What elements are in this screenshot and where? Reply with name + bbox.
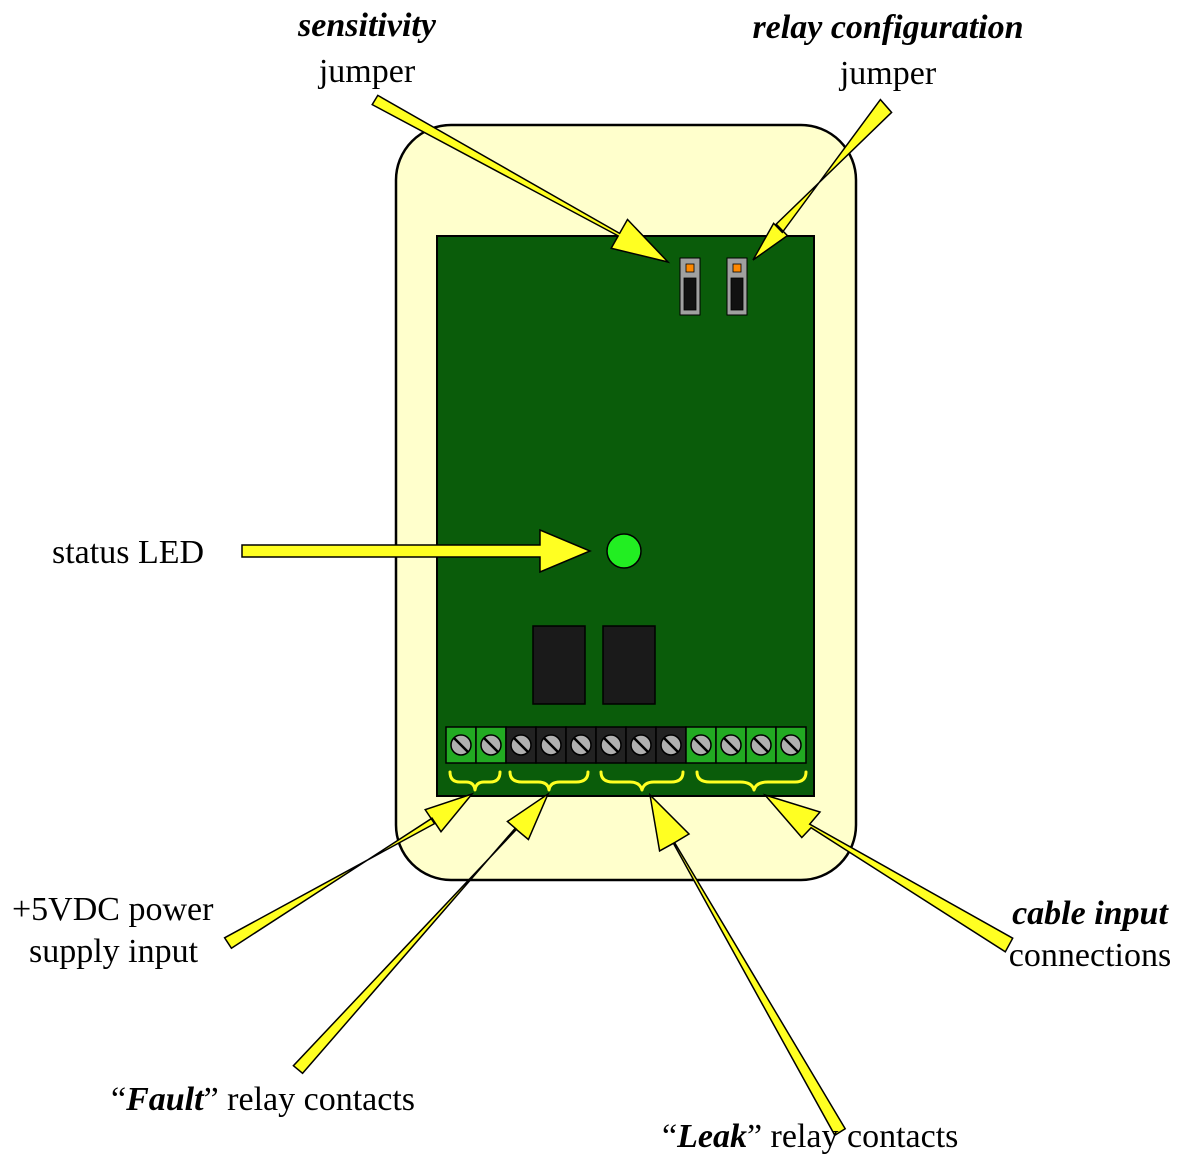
cable-sub-label: connections <box>1009 937 1171 974</box>
leak-label: “Leak” relay contacts <box>662 1118 958 1155</box>
screw-slot <box>723 737 739 753</box>
relay-config-jumper-icon <box>726 257 748 316</box>
brace-icon <box>508 770 590 792</box>
leak-arrow-icon <box>648 792 847 1137</box>
screw-slot <box>483 737 499 753</box>
screw-slot <box>573 737 589 753</box>
screw-slot <box>603 737 619 753</box>
screw-slot <box>693 737 709 753</box>
power-label-line2: supply input <box>29 933 199 970</box>
status-led-label: status LED <box>52 534 204 571</box>
screw-slot <box>513 737 529 753</box>
brace-icon <box>599 770 685 792</box>
screw-slot <box>543 737 559 753</box>
power-arrow-icon <box>223 792 475 950</box>
leak-relay-icon <box>602 625 656 705</box>
status-led-arrow-icon <box>241 528 592 574</box>
relay-config-label: relay configuration <box>752 9 1023 46</box>
terminal-block <box>445 726 807 764</box>
relay-config-arrow-icon <box>752 98 893 261</box>
sensitivity-sub-label: jumper <box>318 53 416 90</box>
cable-arrow-icon <box>762 793 1014 953</box>
brace-icon <box>448 770 502 792</box>
fault-relay-icon <box>532 625 586 705</box>
screw-slot <box>453 737 469 753</box>
screw-slot <box>663 737 679 753</box>
screw-slot <box>753 737 769 753</box>
sensitivity-arrow-icon <box>371 94 671 264</box>
fault-arrow-icon <box>292 791 550 1075</box>
circuit-board <box>436 235 815 797</box>
brace-icon <box>695 770 808 792</box>
status-led-icon <box>606 533 642 569</box>
screw-slot <box>783 737 799 753</box>
power-label-line1: +5VDC power <box>12 891 214 928</box>
sensitivity-label: sensitivity <box>297 7 437 44</box>
sensitivity-jumper-icon <box>679 257 701 316</box>
screw-slot <box>633 737 649 753</box>
fault-label: “Fault” relay contacts <box>111 1081 415 1118</box>
relay-config-sub-label: jumper <box>839 55 937 92</box>
cable-label: cable input <box>1012 895 1169 932</box>
